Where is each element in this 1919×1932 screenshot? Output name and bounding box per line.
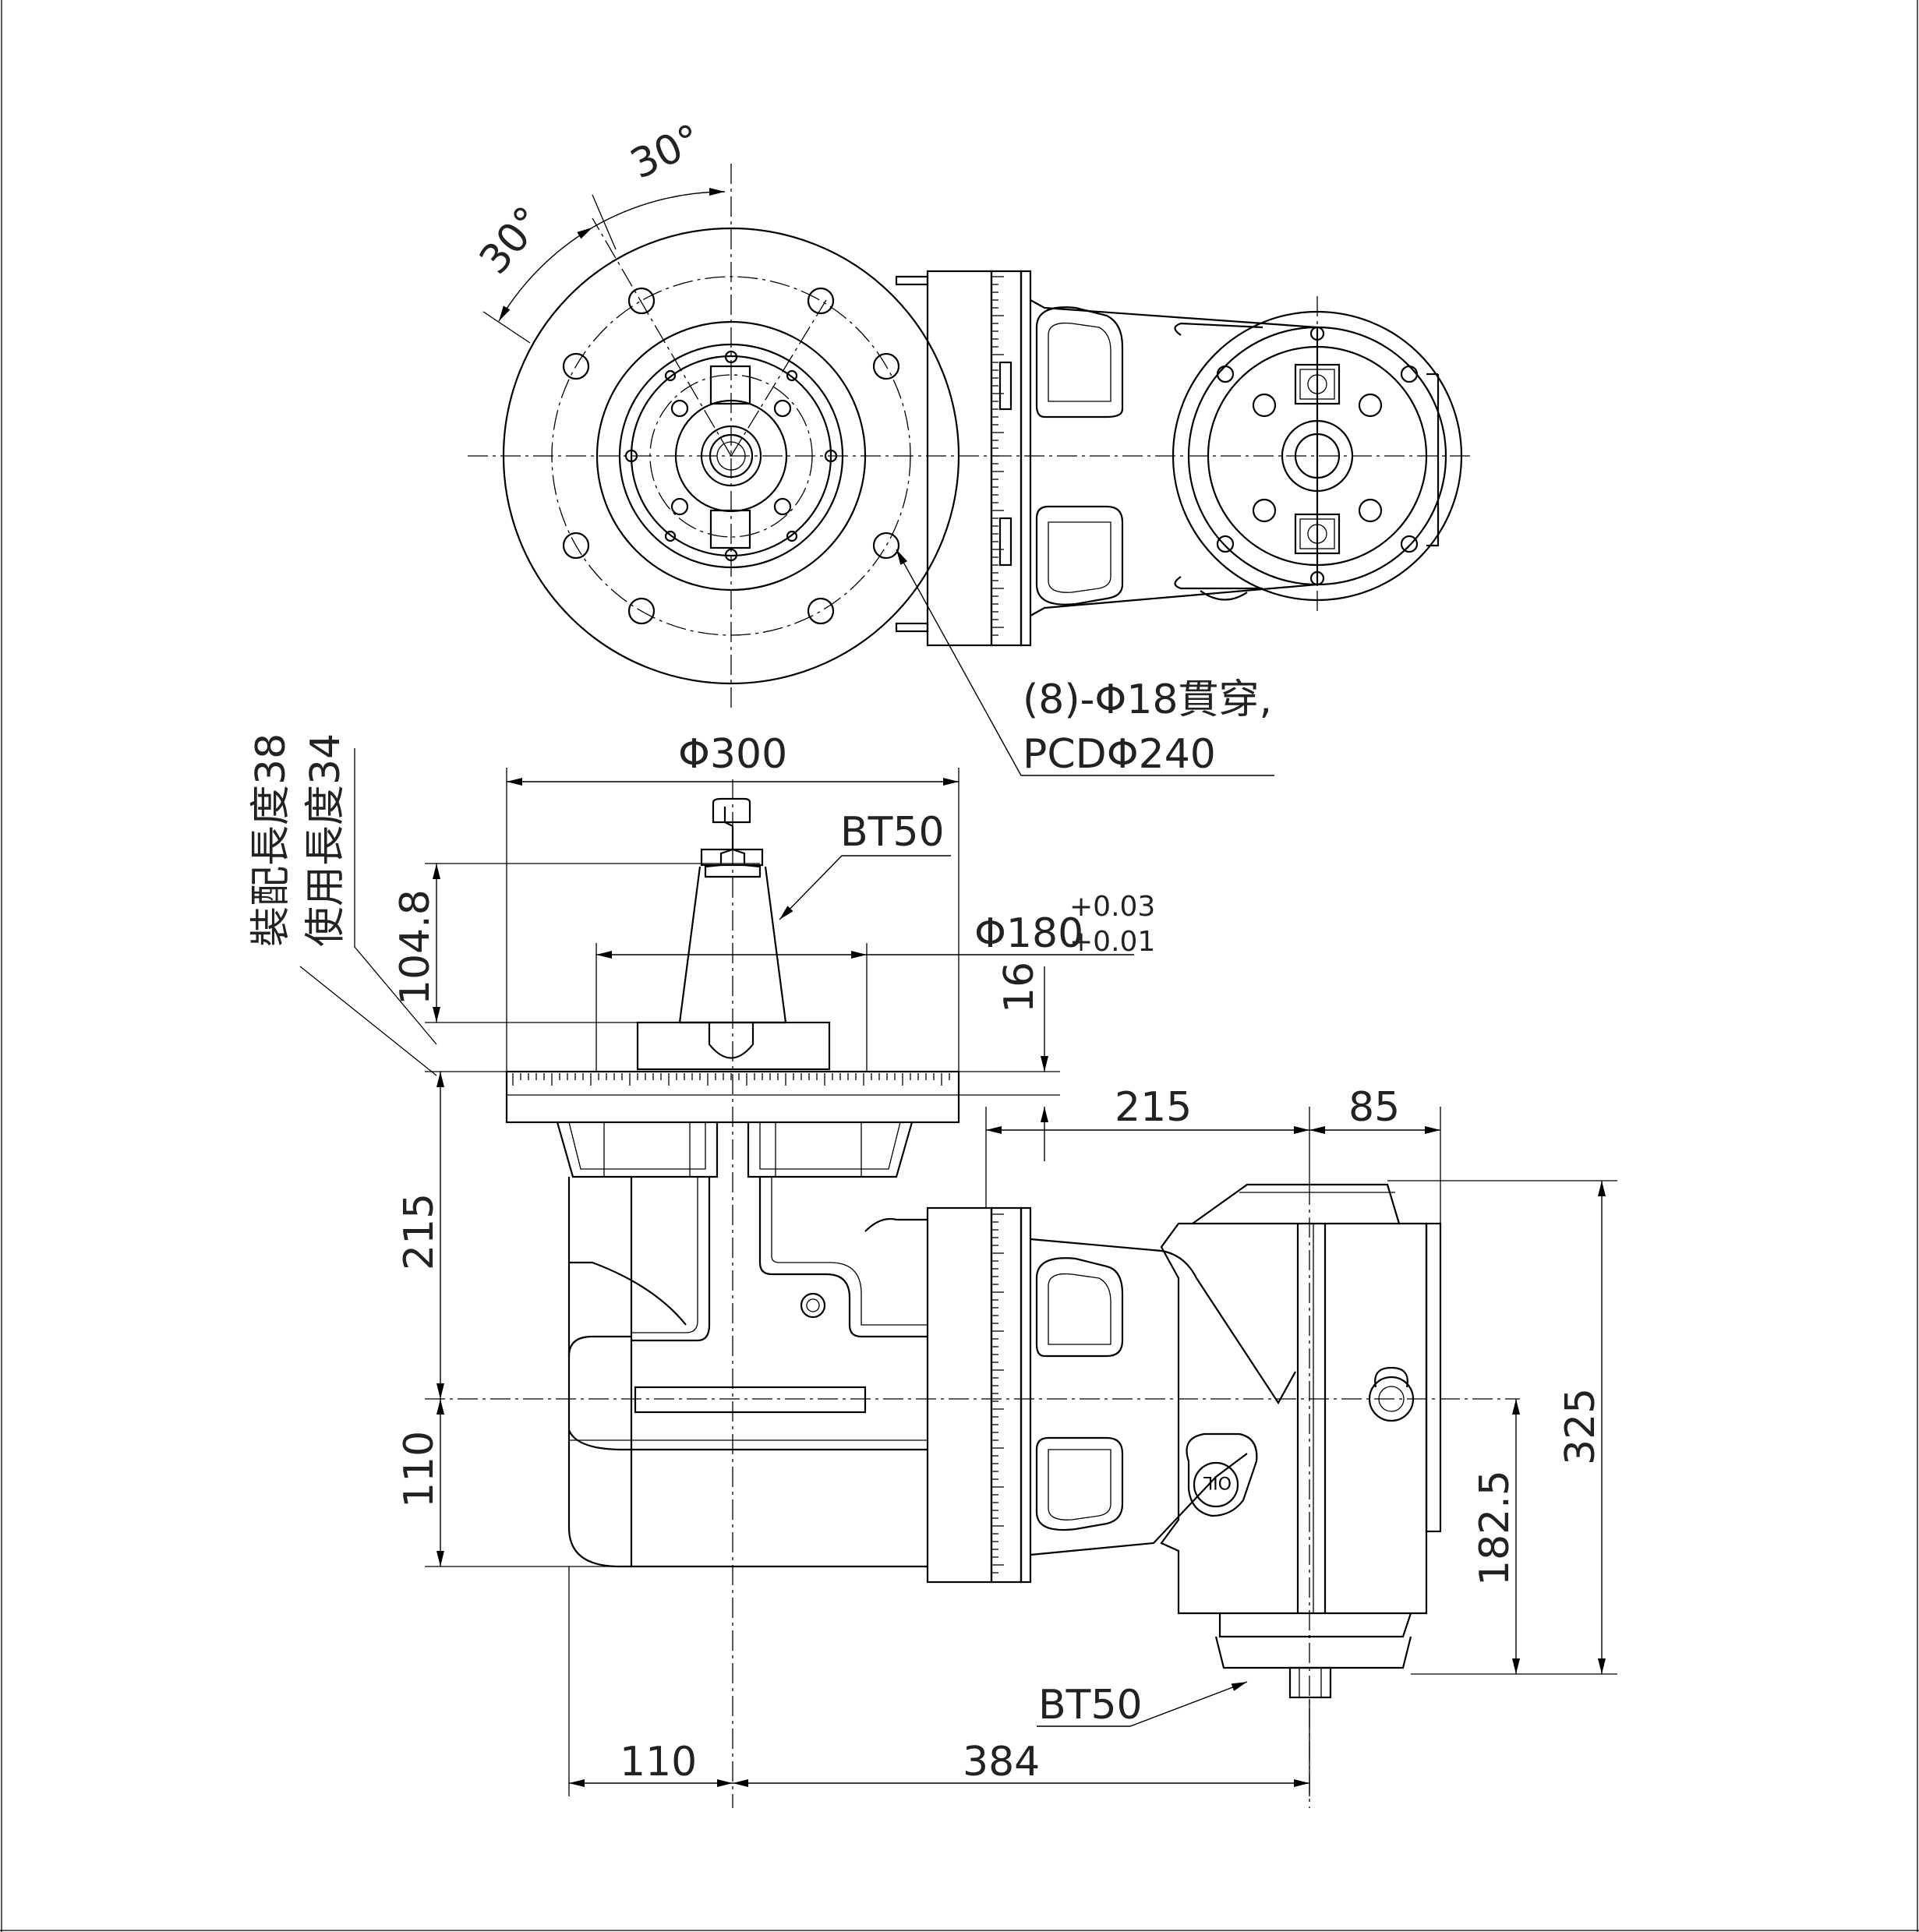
use-length-note: 使用長度34: [302, 733, 349, 947]
scale-ticks-top: [991, 276, 1004, 636]
dim-dia-180: Φ180: [974, 910, 1083, 957]
dim-110-horizontal: 110: [620, 1739, 697, 1785]
dim-104-8: 104.8: [392, 889, 439, 1005]
hole-note-line2: PCDΦ240: [1023, 731, 1216, 778]
dim-110-vertical: 110: [396, 1431, 443, 1508]
scale-ticks-side: [991, 1213, 1004, 1574]
bt50-label-bottom: BT50: [1038, 1682, 1143, 1729]
dim-dia-300: Φ300: [678, 731, 787, 778]
dim-tolerance-lower: +0.01: [1069, 926, 1155, 958]
dim-325: 325: [1557, 1388, 1604, 1465]
dim-85: 85: [1348, 1084, 1400, 1131]
angle-label-upper: 30°: [624, 115, 709, 188]
oil-nameplate: OIL: [1203, 1472, 1232, 1492]
bolt-holes: [562, 287, 900, 625]
dim-384: 384: [963, 1739, 1040, 1785]
top-view: (8)-Φ18貫穿, PCDΦ240 30° 30°: [468, 115, 1473, 778]
hole-note-line1: (8)-Φ18貫穿,: [1023, 676, 1272, 723]
assembly-length-note: 裝配長度38: [248, 733, 295, 947]
dim-215-vertical: 215: [396, 1193, 443, 1270]
dim-tolerance-upper: +0.03: [1069, 891, 1155, 923]
dim-16: 16: [996, 962, 1043, 1013]
dim-215-horizontal: 215: [1115, 1084, 1192, 1131]
bt50-label-top: BT50: [840, 809, 945, 856]
dim-182-5: 182.5: [1472, 1470, 1518, 1586]
front-view: Φ300 Φ180 +0.03 +0.01 BT50 104.8 16 裝配長度…: [248, 731, 1617, 1808]
angle-label-lower: 30°: [471, 198, 553, 283]
scale-ticks-front: [512, 1073, 950, 1086]
